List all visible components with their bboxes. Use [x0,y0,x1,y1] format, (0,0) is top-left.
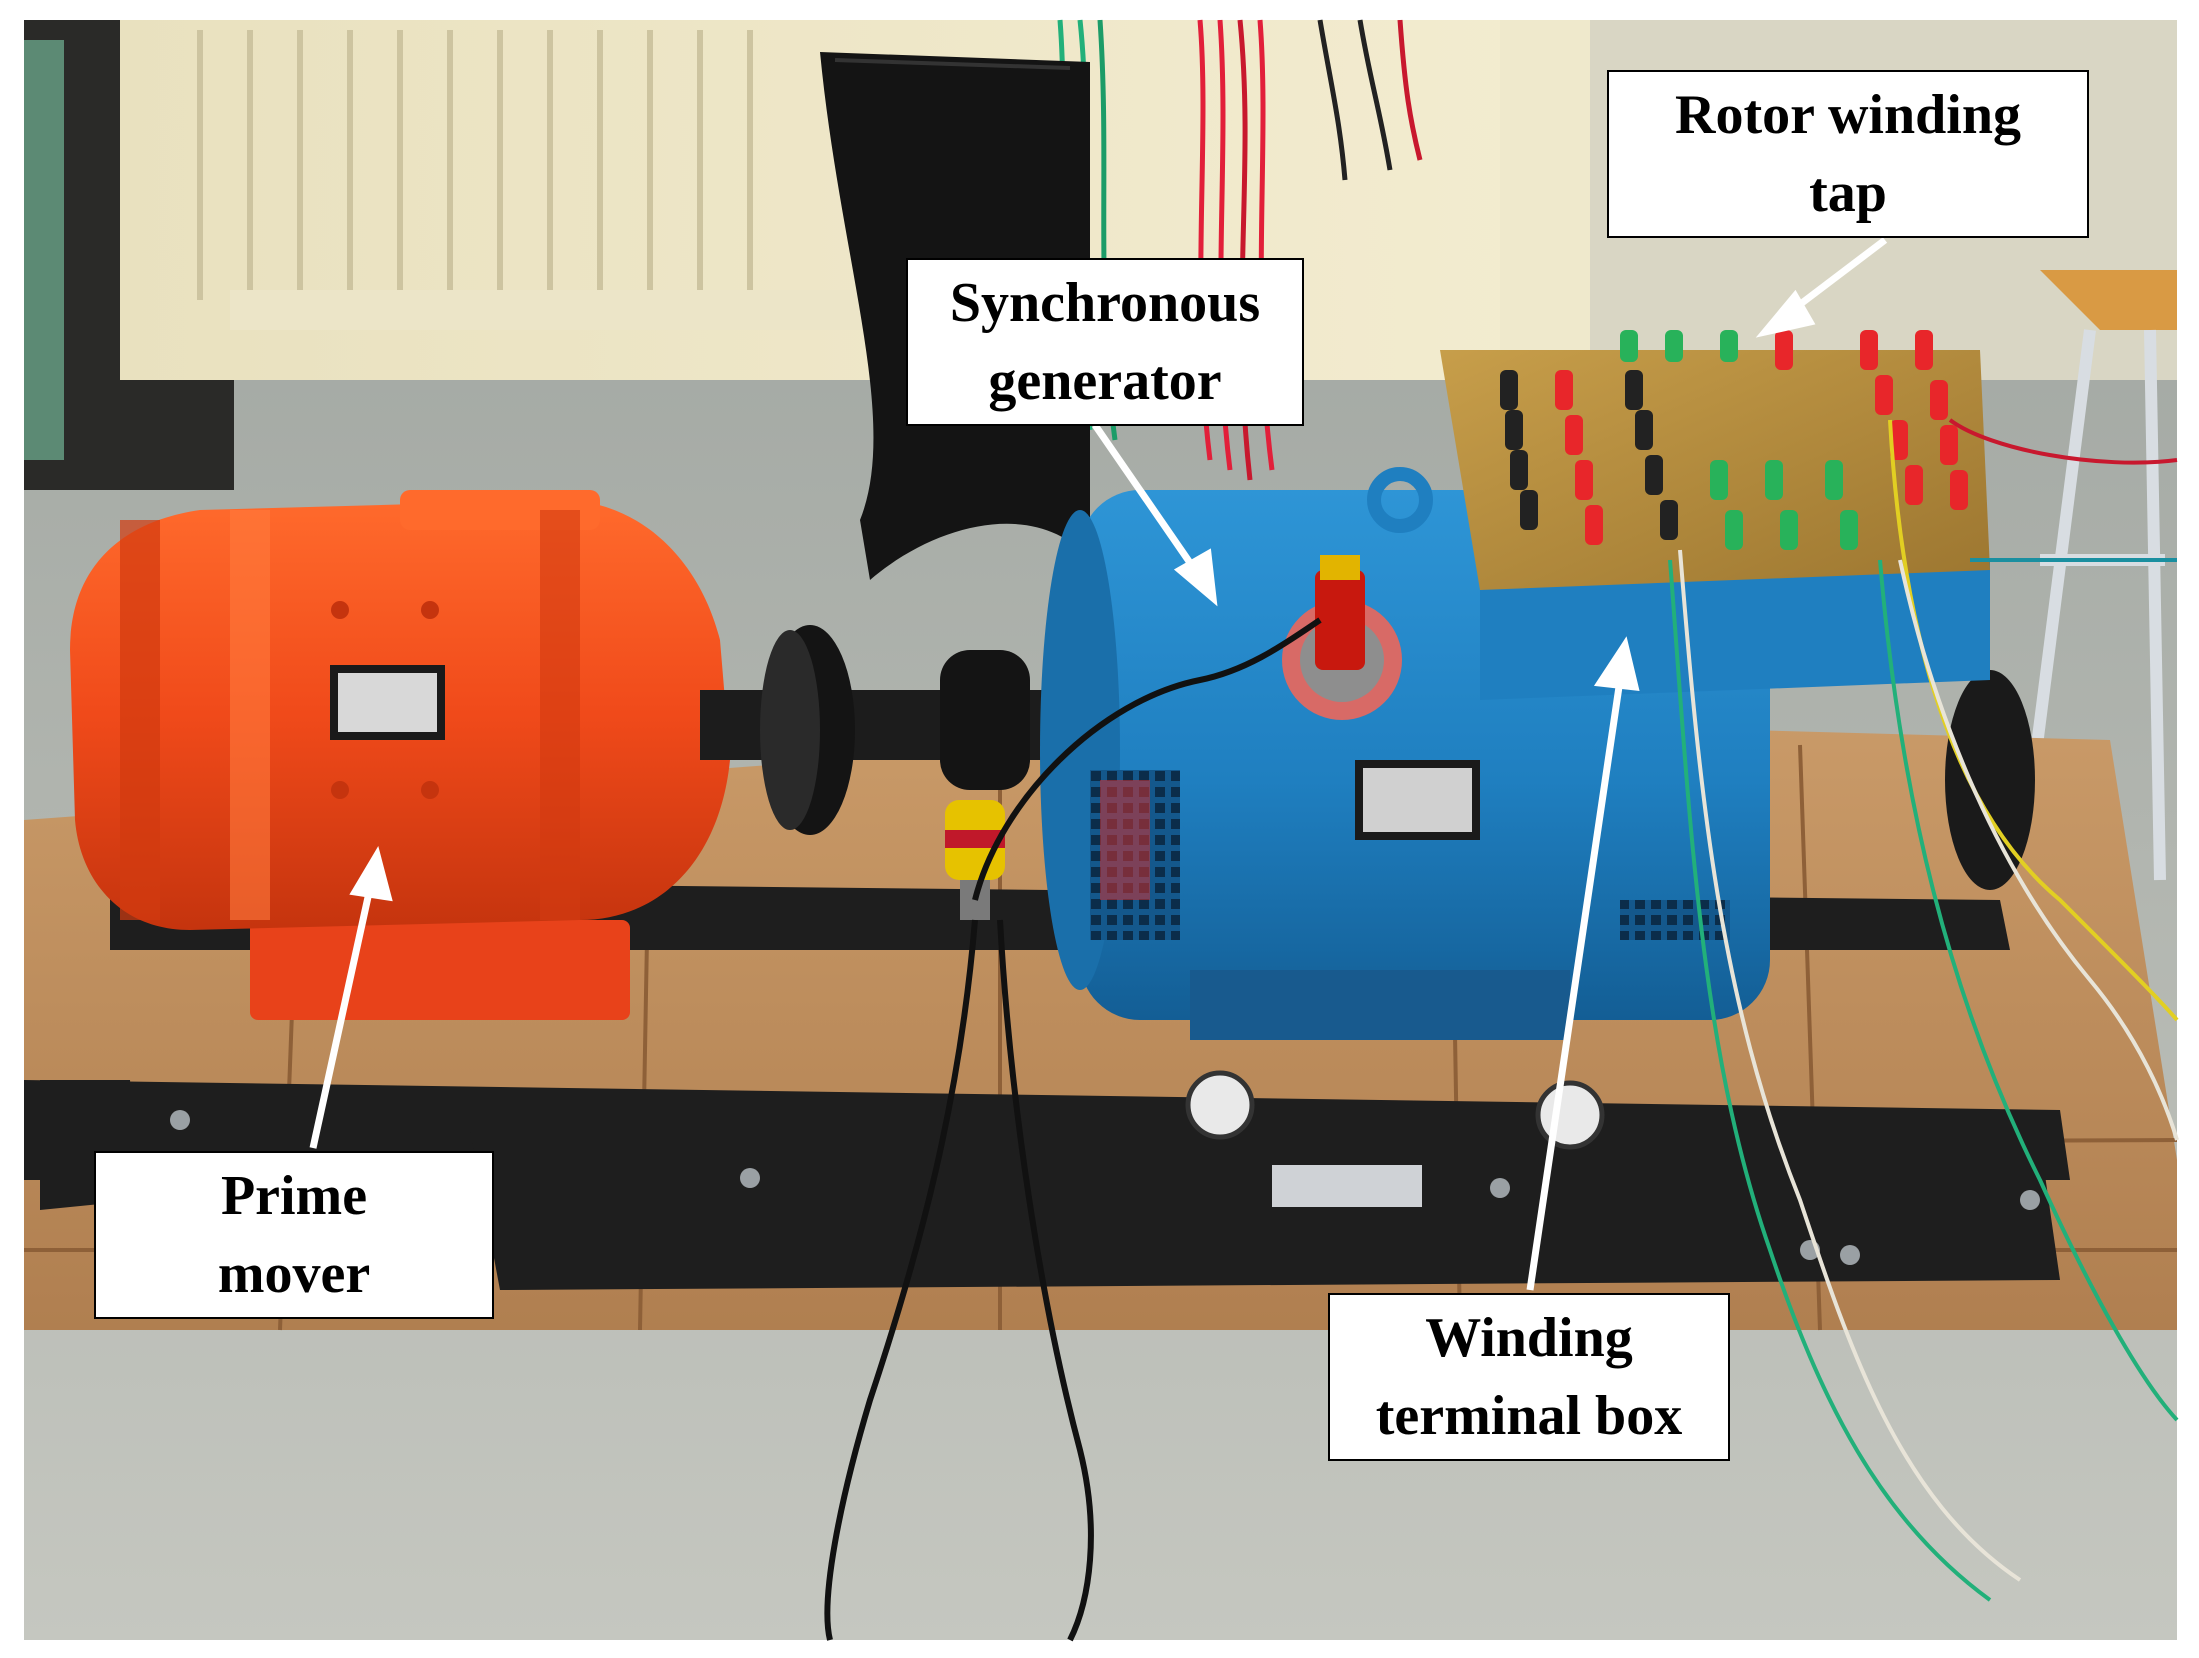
frame-bolts [170,1110,2040,1265]
prime-mover-line1: Prime [220,1165,368,1227]
winding-terminal-box-line2: terminal box [1375,1385,1683,1447]
sensor-cable [824,919,978,1641]
cabinet-louvers [197,30,753,300]
callout-arrows [309,237,1888,1291]
shaft-coupling [700,625,1080,920]
arrow-prime-mover [309,887,374,1149]
connection-wires [1668,418,2179,1602]
synchronous-generator-line2: generator [988,350,1222,412]
arrow-synchronous-generator [1092,423,1198,572]
side-table-top [2040,270,2177,330]
winding-terminal-box-callout: Winding terminal box [1328,1293,1730,1461]
wall-right-post [1500,20,1590,400]
synchronous-generator-line1: Synchronous [949,272,1261,334]
arrow-winding-terminal-box [1526,679,1624,1291]
terminal-pins-black [1500,370,1678,540]
rotor-winding-tap-line1: Rotor winding [1675,84,2021,146]
arrow-rotor-winding-tap [1787,237,1888,315]
terminal-pins-green [1620,330,1858,550]
frame-nameplate [1272,1165,1422,1207]
rotor-winding-tap-callout: Rotor winding tap [1607,70,2089,238]
terminal-box-drawing [1440,330,1990,700]
rotor-winding-tap-line2: tap [1809,162,1887,224]
terminal-pins-red [1555,330,1968,545]
prime-mover-line2: mover [217,1243,371,1305]
prime-mover-callout: Prime mover [94,1151,494,1319]
cabinet-left-green [24,40,64,460]
winding-terminal-box-line1: Winding [1425,1307,1633,1369]
prime-mover-drawing [70,490,730,1020]
synchronous-generator-callout: Synchronous generator [906,258,1304,426]
rear-disc [1945,670,2035,890]
